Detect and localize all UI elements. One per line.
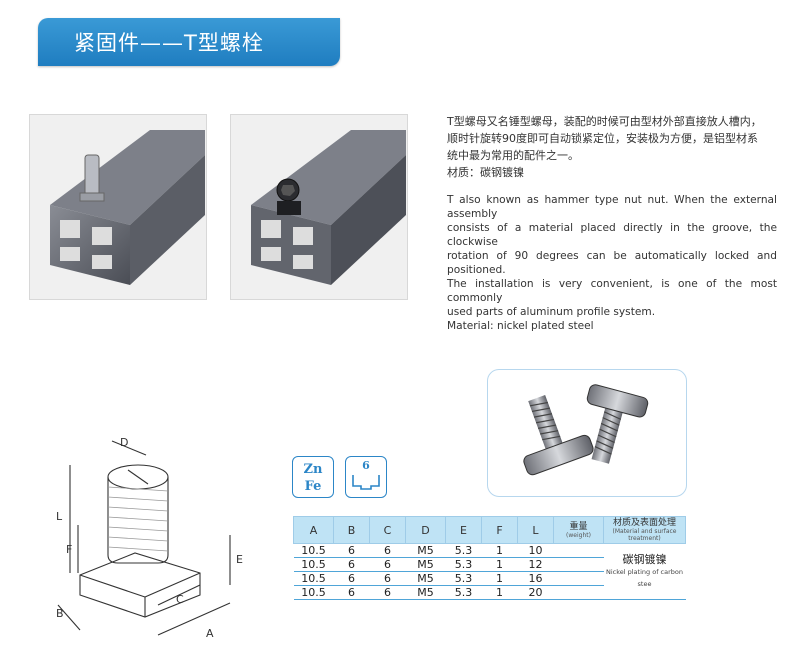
- profile-photo-1: [29, 114, 207, 300]
- description-en-line: The installation is very convenient, is …: [447, 278, 777, 304]
- description-en: T also known as hammer type nut nut. Whe…: [447, 193, 777, 333]
- label-d: D: [120, 436, 128, 449]
- label-l: L: [56, 510, 63, 523]
- table-cell: 6: [369, 557, 406, 572]
- page-title: 紧固件——T型螺栓: [74, 31, 264, 55]
- product-photo: [487, 369, 687, 497]
- table-cell: 12: [517, 557, 554, 572]
- surface-cn: 材质及表面处理: [612, 518, 676, 528]
- description-en-line: consists of a material placed directly i…: [447, 222, 777, 248]
- fe-label: Fe: [304, 479, 322, 494]
- table-cell: 10: [517, 543, 554, 558]
- table-cell: 20: [517, 585, 554, 600]
- label-e: E: [236, 553, 243, 566]
- description-en-line: rotation of 90 degrees can be automatica…: [447, 250, 777, 276]
- material-cell: 碳钢镀镍 Nickel plating of carbon stee: [603, 543, 686, 600]
- table-row: 10.5 6 6 M5 5.3 1 12: [293, 557, 686, 572]
- weight-cell: [553, 585, 604, 600]
- surface-en: (Material and surface treatment): [612, 528, 677, 542]
- table-cell: 5.3: [445, 585, 482, 600]
- title-banner: [38, 18, 340, 66]
- table-header-row: A B C D E F L 重量 (weight) 材质及表面处理 (Mater…: [293, 516, 686, 544]
- zn-fe-badge: Zn Fe: [292, 456, 334, 498]
- label-c: C: [176, 593, 184, 606]
- table-cell: 16: [517, 571, 554, 586]
- material-en: Material: nickel plated steel: [447, 320, 594, 332]
- table-cell: 10.5: [293, 571, 334, 586]
- material-en-value: Nickel plating of carbon stee: [605, 567, 683, 588]
- col-f: F: [481, 516, 518, 544]
- table-cell: M5: [405, 571, 446, 586]
- label-a: A: [206, 627, 214, 640]
- profile-photo-2: [230, 114, 408, 300]
- table-row: 10.5 6 6 M5 5.3 1 16: [293, 571, 686, 586]
- table-cell: 6: [369, 543, 406, 558]
- table-cell: 6: [333, 585, 370, 600]
- description-cn-line: T型螺母又名锤型螺母，装配的时候可由型材外部直接放人槽内，: [447, 115, 762, 128]
- table-cell: 5.3: [445, 557, 482, 572]
- label-f: F: [66, 543, 72, 556]
- table-cell: 10.5: [293, 557, 334, 572]
- table-cell: 10.5: [293, 543, 334, 558]
- table-cell: 1: [481, 543, 518, 558]
- description-cn: T型螺母又名锤型螺母，装配的时候可由型材外部直接放人槽内， 顺时针旋转90度即可…: [447, 113, 777, 181]
- col-weight: 重量 (weight): [553, 516, 604, 544]
- zn-label: Zn: [303, 462, 323, 477]
- dimension-diagram: D L F E C B A: [40, 425, 255, 650]
- table-cell: 6: [333, 543, 370, 558]
- table-cell: 1: [481, 557, 518, 572]
- weight-cell: [553, 571, 604, 586]
- description-en-line: used parts of aluminum profile system.: [447, 306, 656, 318]
- material-cn: 材质：碳钢镀镍: [447, 166, 524, 179]
- col-surface: 材质及表面处理 (Material and surface treatment): [603, 516, 686, 544]
- table-cell: 1: [481, 571, 518, 586]
- col-c: C: [369, 516, 406, 544]
- table-cell: 6: [369, 571, 406, 586]
- table-cell: 5.3: [445, 571, 482, 586]
- table-row: 10.5 6 6 M5 5.3 1 10 碳钢镀镍 Nickel plating…: [293, 543, 686, 600]
- col-a: A: [293, 516, 334, 544]
- table-cell: 6: [369, 585, 406, 600]
- label-b: B: [56, 607, 64, 620]
- slot-size-badge: 6: [345, 456, 387, 498]
- table-cell: M5: [405, 543, 446, 558]
- slot-size-label: 6: [362, 459, 370, 472]
- slot-icon: [352, 475, 380, 490]
- table-cell: 6: [333, 557, 370, 572]
- description-en-line: T also known as hammer type nut nut. Whe…: [447, 194, 777, 220]
- weight-cn: 重量: [569, 521, 588, 532]
- table-cell: 6: [333, 571, 370, 586]
- col-l: L: [517, 516, 554, 544]
- spec-table: A B C D E F L 重量 (weight) 材质及表面处理 (Mater…: [293, 516, 686, 600]
- weight-cell: [553, 557, 604, 572]
- material-cn-value: 碳钢镀镍: [622, 552, 667, 566]
- col-b: B: [333, 516, 370, 544]
- table-cell: 10.5: [293, 585, 334, 600]
- weight-en: (weight): [566, 531, 591, 539]
- table-cell: M5: [405, 585, 446, 600]
- col-d: D: [405, 516, 446, 544]
- description-cn-line: 顺时针旋转90度即可自动锁紧定位，安装极为方便，是铝型材系: [447, 132, 758, 145]
- table-cell: 5.3: [445, 543, 482, 558]
- col-e: E: [445, 516, 482, 544]
- table-cell: 1: [481, 585, 518, 600]
- table-cell: M5: [405, 557, 446, 572]
- weight-cell: [553, 543, 604, 558]
- table-row: 10.5 6 6 M5 5.3 1 20: [293, 585, 686, 600]
- description-cn-line: 统中最为常用的配件之一。: [447, 149, 579, 162]
